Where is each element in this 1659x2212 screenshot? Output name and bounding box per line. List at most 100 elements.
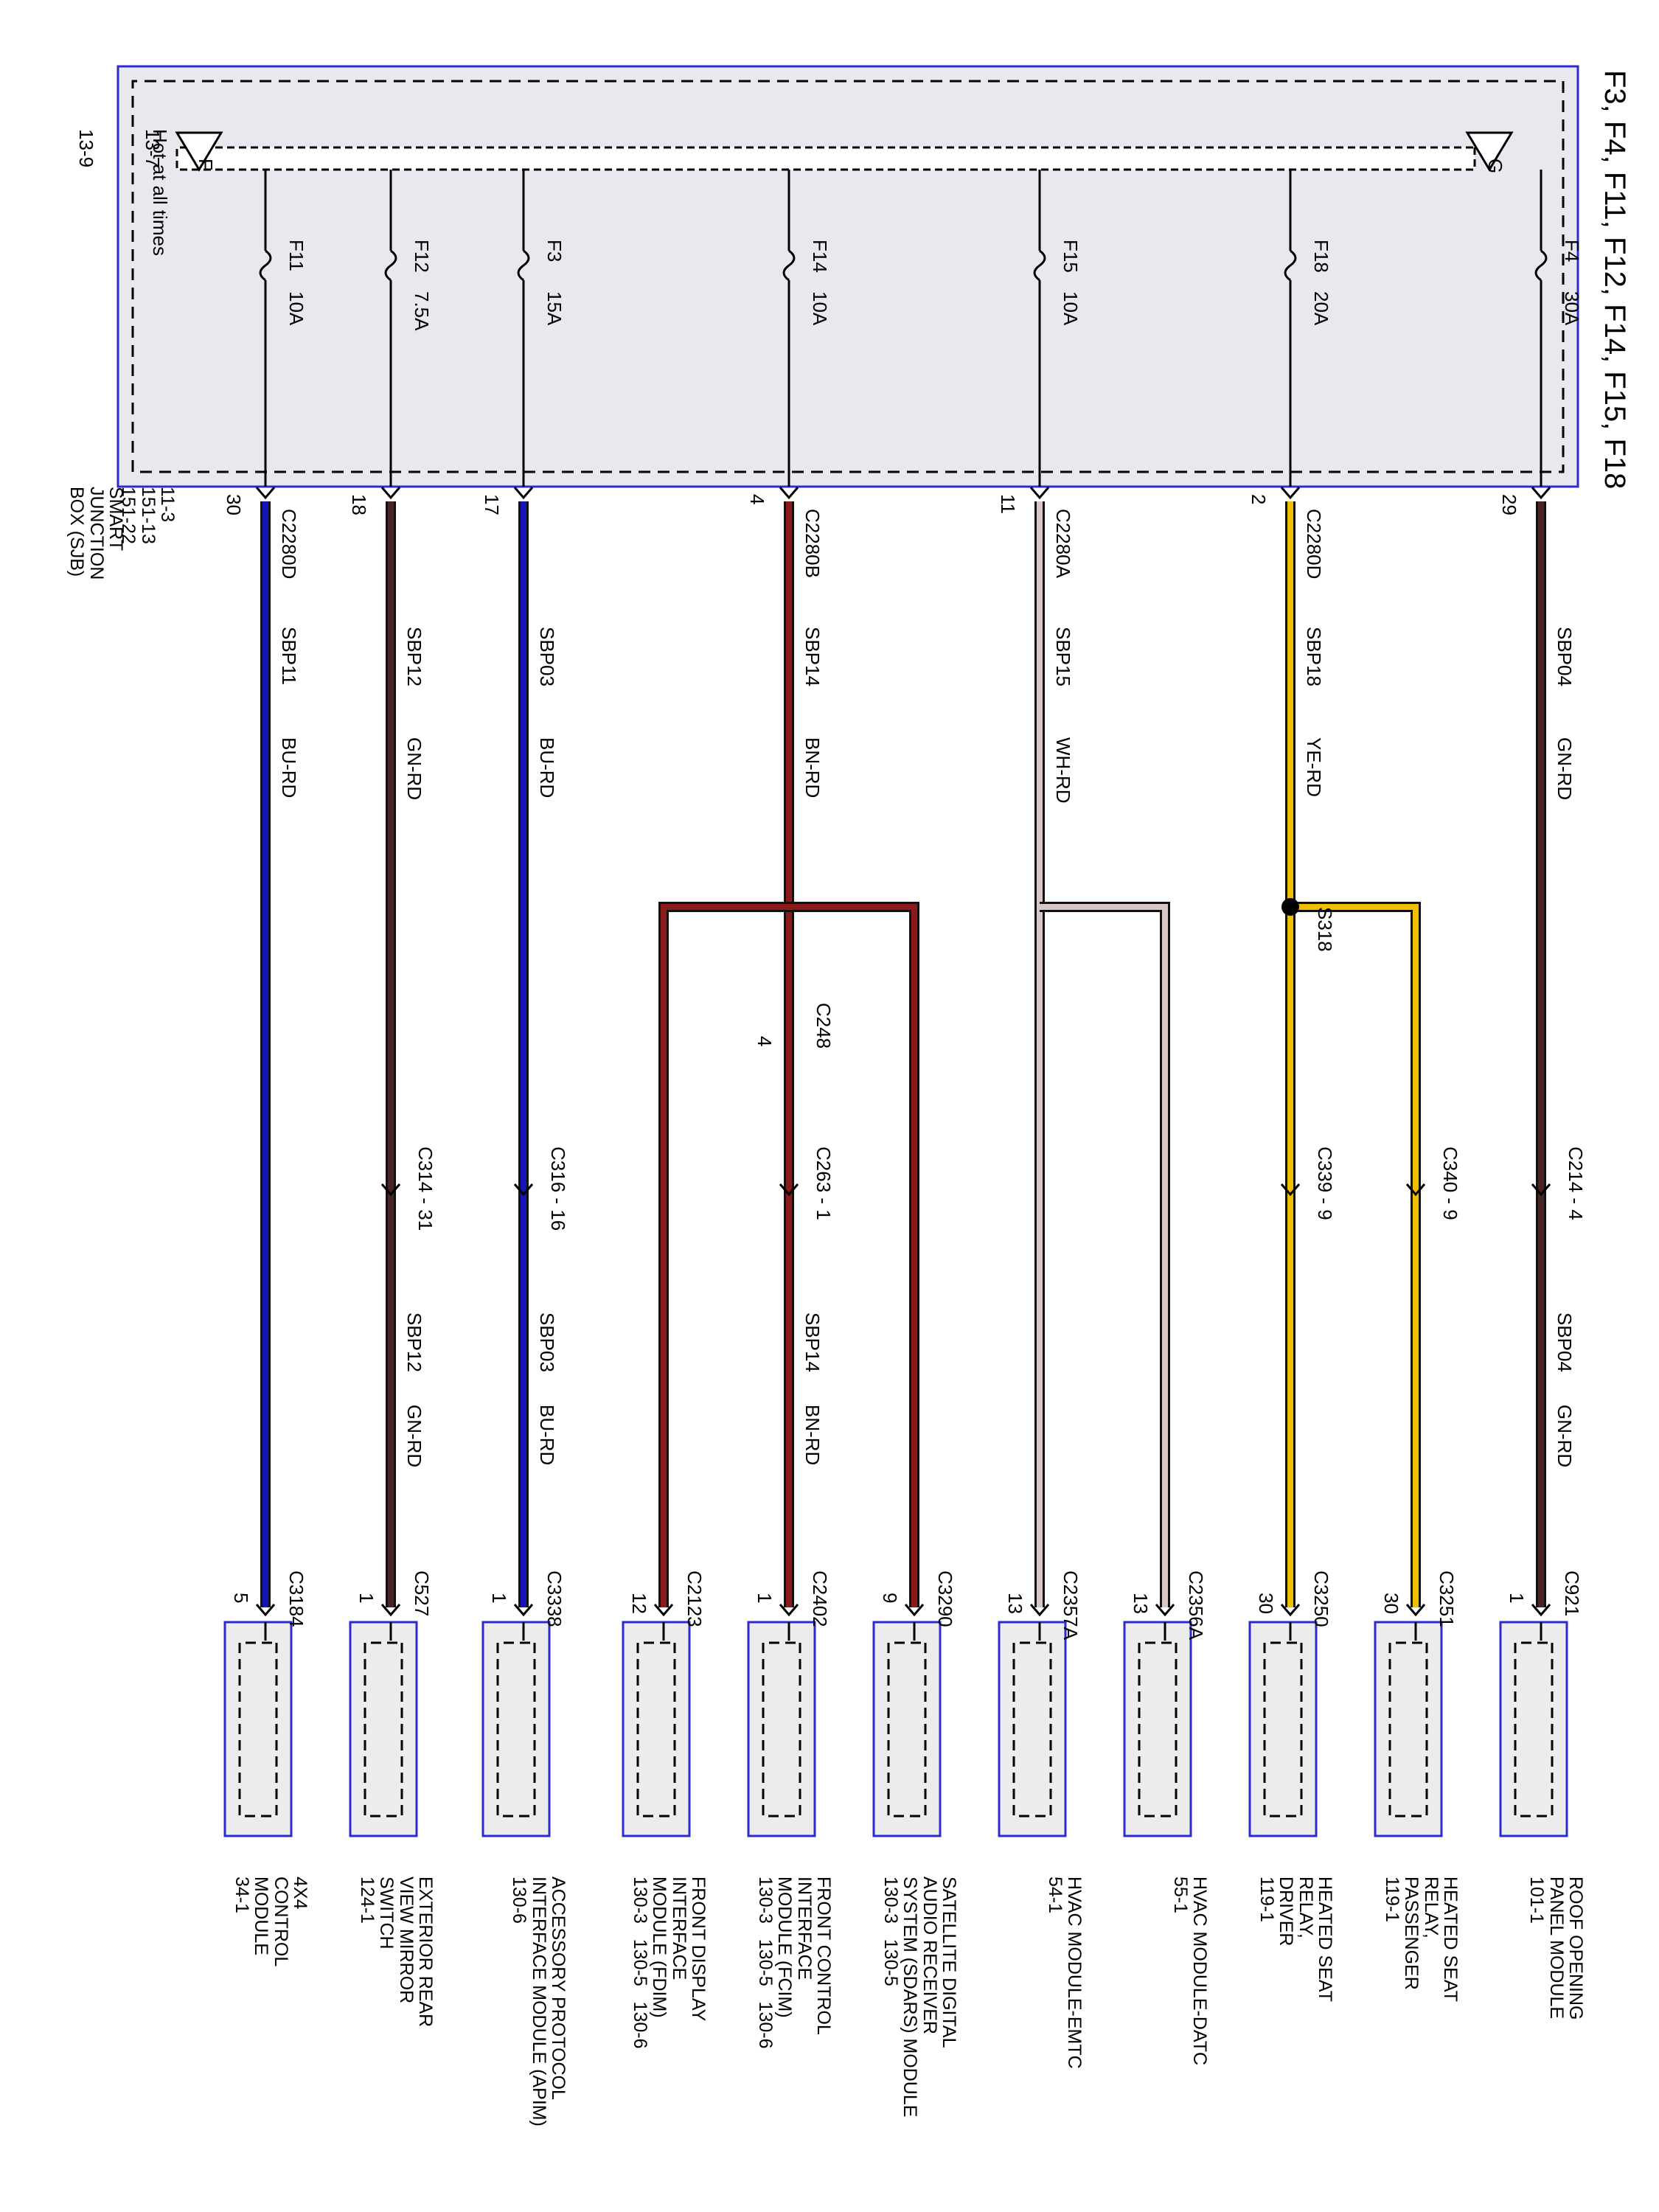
dest-pin-F14-0: 1 xyxy=(754,1593,776,1604)
module-4-name: SATELLITE DIGITAL AUDIO RECEIVER SYSTEM … xyxy=(880,1877,959,2118)
module-3-name: FRONT CONTROL INTERFACE MODULE (FCIM) 13… xyxy=(755,1877,834,2049)
dest-pin-F18-0: 30 xyxy=(1255,1593,1277,1614)
branch-F14-1 xyxy=(789,904,917,1607)
dest-arrow-F14-2 xyxy=(653,1604,674,1617)
dest-connector-F11-0: C3184 xyxy=(285,1571,307,1627)
inline-arrow-F14 xyxy=(779,1183,799,1197)
dest-arrow-F4-0 xyxy=(1531,1604,1551,1617)
dest-connector-F15-1: C2356A xyxy=(1185,1571,1207,1640)
circuit-F11: SBP11 xyxy=(278,627,300,686)
branch-F14-1-outline xyxy=(789,902,919,1607)
sjb-name: SMART JUNCTION BOX (SJB) xyxy=(66,487,127,580)
fuse-F3-label: F3 xyxy=(543,240,566,262)
dest-pin-F3-0: 1 xyxy=(488,1593,510,1604)
circuit-F3: SBP03 xyxy=(536,627,558,686)
dest-connector-F12-0: C527 xyxy=(411,1571,433,1617)
branch-F14-2-outline xyxy=(658,902,789,1607)
pin-F15: 11 xyxy=(997,494,1019,514)
dest-pin-F15-1: 13 xyxy=(1130,1593,1152,1614)
fuse-F11-icon xyxy=(259,249,272,282)
dest-connector-F14-1: C3290 xyxy=(934,1571,956,1627)
branch-F15-1 xyxy=(1040,904,1168,1607)
pin-F3: 17 xyxy=(481,494,503,515)
fuse-F15-icon xyxy=(1033,249,1046,282)
bus-f-label: F xyxy=(195,159,217,170)
module-7-name: HVAC MODULE-DATC 55-1 xyxy=(1169,1877,1210,2066)
dest-connector-F15-0: C2357A xyxy=(1060,1571,1082,1640)
connector-arrow-F11 xyxy=(255,487,276,500)
connector-arrow-F3 xyxy=(513,487,534,500)
module-9-name: HEATED SEAT RELAY, PASSENGER 119-1 xyxy=(1382,1877,1461,2002)
wire-color-F12: GN-RD xyxy=(403,737,425,801)
wire-color-F11: BU-RD xyxy=(278,737,300,799)
branch-F18-1 xyxy=(1290,904,1419,1607)
fuse-F12-icon xyxy=(384,249,397,282)
connector-F11: C2280D xyxy=(278,509,300,580)
wire-color2-F3: BU-RD xyxy=(536,1405,558,1466)
dest-arrow-F14-0 xyxy=(779,1604,799,1617)
dest-pin-F15-0: 13 xyxy=(1004,1593,1026,1614)
pin-F4: 29 xyxy=(1498,494,1520,515)
module-6-box-inner xyxy=(1012,1641,1052,1818)
fuse-F12-amps: 7.5A xyxy=(411,291,433,331)
fuse-F15-amps: 10A xyxy=(1060,291,1082,326)
module-8-box xyxy=(1248,1621,1318,1837)
dest-inline-arrow-F18-1 xyxy=(1405,1183,1426,1197)
dest-pin-F18-1: 30 xyxy=(1380,1593,1402,1614)
module-4-box-inner xyxy=(887,1641,927,1818)
dest-arrow-F18-0 xyxy=(1280,1604,1301,1617)
dest-connector-F14-0: C2402 xyxy=(809,1571,831,1627)
module-2-box xyxy=(481,1621,551,1837)
inline-F3: C316 - 16 xyxy=(547,1147,569,1231)
branch-F15-1-outline xyxy=(1040,902,1170,1607)
module-0-box-inner xyxy=(238,1641,278,1818)
module-7-box xyxy=(1123,1621,1192,1837)
fuse-F4-label: F4 xyxy=(1561,240,1583,262)
fuse-F15-label: F15 xyxy=(1060,240,1082,273)
dest-connector-F18-1: C3251 xyxy=(1436,1571,1458,1627)
circuit2-F14: SBP14 xyxy=(801,1312,824,1372)
module-3-box-inner xyxy=(762,1641,801,1818)
circuit2-F3: SBP03 xyxy=(536,1312,558,1372)
connector-arrow-F14 xyxy=(779,487,799,500)
circuit-F14: SBP14 xyxy=(801,627,824,686)
branch-F14-2 xyxy=(661,904,789,1607)
module-6-box xyxy=(998,1621,1067,1837)
fuse-F14-icon xyxy=(782,249,796,282)
inline-arrow-F12 xyxy=(380,1183,401,1197)
wire-color2-F14: BN-RD xyxy=(801,1405,824,1466)
bus-f-terminal xyxy=(175,131,223,172)
bus-g-terminal xyxy=(1465,131,1514,172)
module-9-box-inner xyxy=(1388,1641,1428,1818)
dest-pin-F11-0: 5 xyxy=(230,1593,252,1604)
splice-pin-F14: 4 xyxy=(754,1036,776,1047)
fuse-F18-icon xyxy=(1284,249,1297,282)
sjb-box xyxy=(116,65,1579,488)
splice-F14: C248 xyxy=(813,1003,835,1049)
wire-color-F4: GN-RD xyxy=(1554,737,1576,801)
connector-F14: C2280B xyxy=(801,509,824,578)
module-1-box-inner xyxy=(364,1641,403,1818)
fuse-F12-label: F12 xyxy=(411,240,433,273)
module-4-box xyxy=(872,1621,942,1837)
connector-arrow-F4 xyxy=(1531,487,1551,500)
wire-color-F18: YE-RD xyxy=(1303,737,1325,797)
connector-arrow-F15 xyxy=(1029,487,1050,500)
dest-pin-F12-0: 1 xyxy=(355,1593,378,1604)
module-6-name: HVAC MODULE-EMTC 54-1 xyxy=(1044,1877,1085,2069)
module-5-box-inner xyxy=(636,1641,676,1818)
power-bus xyxy=(175,146,1476,171)
module-10-name: ROOF OPENING PANEL MODULE 101-1 xyxy=(1526,1877,1587,2020)
fuse-F3-amps: 15A xyxy=(543,291,566,326)
dest-arrow-F3-0 xyxy=(513,1604,534,1617)
fuse-F18-amps: 20A xyxy=(1310,291,1332,326)
dest-connector-F14-2: C2123 xyxy=(684,1571,706,1627)
fuse-F18-label: F18 xyxy=(1310,240,1332,273)
dest-inline-F18-0: C339 - 9 xyxy=(1314,1147,1336,1220)
inline-arrow-F3 xyxy=(513,1183,534,1197)
dest-inline-F18-1: C340 - 9 xyxy=(1439,1147,1461,1220)
circuit2-F4: SBP04 xyxy=(1554,1312,1576,1372)
wire-color-F15: WH-RD xyxy=(1052,737,1074,804)
dest-arrow-F15-0 xyxy=(1029,1604,1050,1617)
connector-F18: C2280D xyxy=(1303,509,1325,580)
